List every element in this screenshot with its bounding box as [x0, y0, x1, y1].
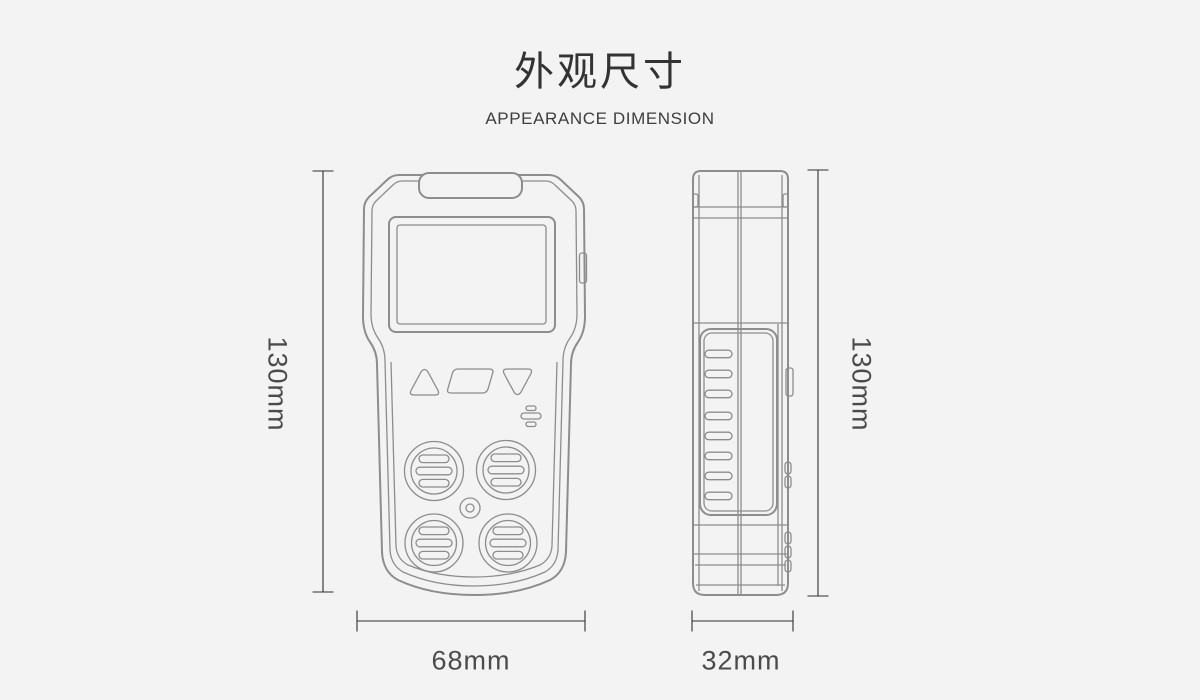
screen-frame: [388, 216, 556, 333]
front-body-inner-line: [370, 180, 578, 587]
side-body-outline: [692, 170, 789, 596]
side-right-notch: [782, 193, 789, 208]
front-width-dimension-line: [356, 610, 586, 632]
side-height-dimension-line: [807, 169, 829, 597]
clip-edge-line: [737, 171, 742, 595]
clip-tab: [418, 172, 523, 199]
triangle-down-button: [502, 368, 533, 396]
pocket-clip-inner-line: [703, 332, 774, 512]
front-panel-line: [390, 361, 558, 578]
front-view-drawing: [361, 172, 588, 597]
sensor-grille-top-right: [475, 439, 537, 501]
sensor-grille-bottom-right: [478, 513, 538, 573]
page-header: 外观尺寸 APPEARANCE DIMENSION: [0, 50, 1200, 129]
center-screw-hole: [459, 497, 481, 519]
screen-display: [396, 224, 547, 325]
side-view-drawing: [692, 170, 794, 596]
front-body-outline: [361, 174, 587, 597]
side-edge-bumps: [784, 461, 792, 573]
side-width-label: 32mm: [701, 645, 781, 676]
page-subtitle: APPEARANCE DIMENSION: [485, 109, 715, 128]
front-width-label: 68mm: [431, 645, 511, 676]
side-top-seams: [693, 206, 788, 219]
front-height-dimension-line: [312, 170, 334, 593]
front-height-label: 130mm: [262, 336, 293, 432]
sensor-grille-top-left: [403, 440, 465, 502]
side-bottom-seams: [693, 524, 788, 586]
side-left-notch: [692, 193, 699, 208]
side-button-profile: [785, 367, 794, 397]
triangle-up-button: [409, 368, 440, 396]
side-width-dimension-line: [691, 610, 794, 632]
speaker-vent-icon: [520, 405, 542, 428]
parallelogram-button: [446, 368, 494, 394]
clip-ribs: [704, 349, 733, 501]
pocket-clip-outline: [699, 328, 778, 516]
page-title: 外观尺寸: [514, 50, 686, 94]
side-height-label: 130mm: [846, 336, 877, 432]
side-power-button: [578, 252, 588, 284]
sensor-grille-bottom-left: [404, 513, 464, 573]
